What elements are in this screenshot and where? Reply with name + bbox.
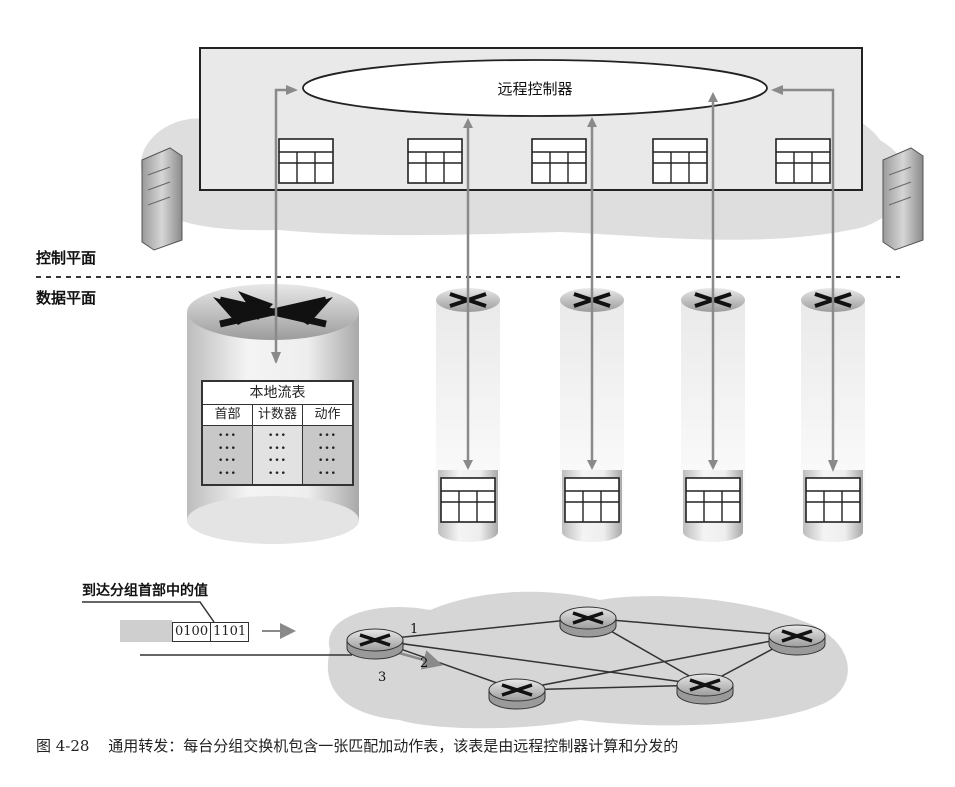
figure-caption: 图 4-28 通用转发：每台分组交换机包含一张匹配加动作表，该表是由远程控制器计… bbox=[36, 735, 936, 756]
packet-bits: 0100 1101 bbox=[172, 622, 249, 642]
figure-number: 图 4-28 bbox=[36, 737, 89, 755]
port-label-1: 1 bbox=[410, 622, 418, 637]
packet-bits-first: 0100 bbox=[173, 623, 211, 641]
packet-bits-second: 1101 bbox=[211, 623, 248, 641]
port-label-2: 2 bbox=[420, 656, 428, 671]
figure-caption-text: 通用转发：每台分组交换机包含一张匹配加动作表，该表是由远程控制器计算和分发的 bbox=[108, 737, 678, 755]
port-label-3: 3 bbox=[378, 670, 386, 685]
